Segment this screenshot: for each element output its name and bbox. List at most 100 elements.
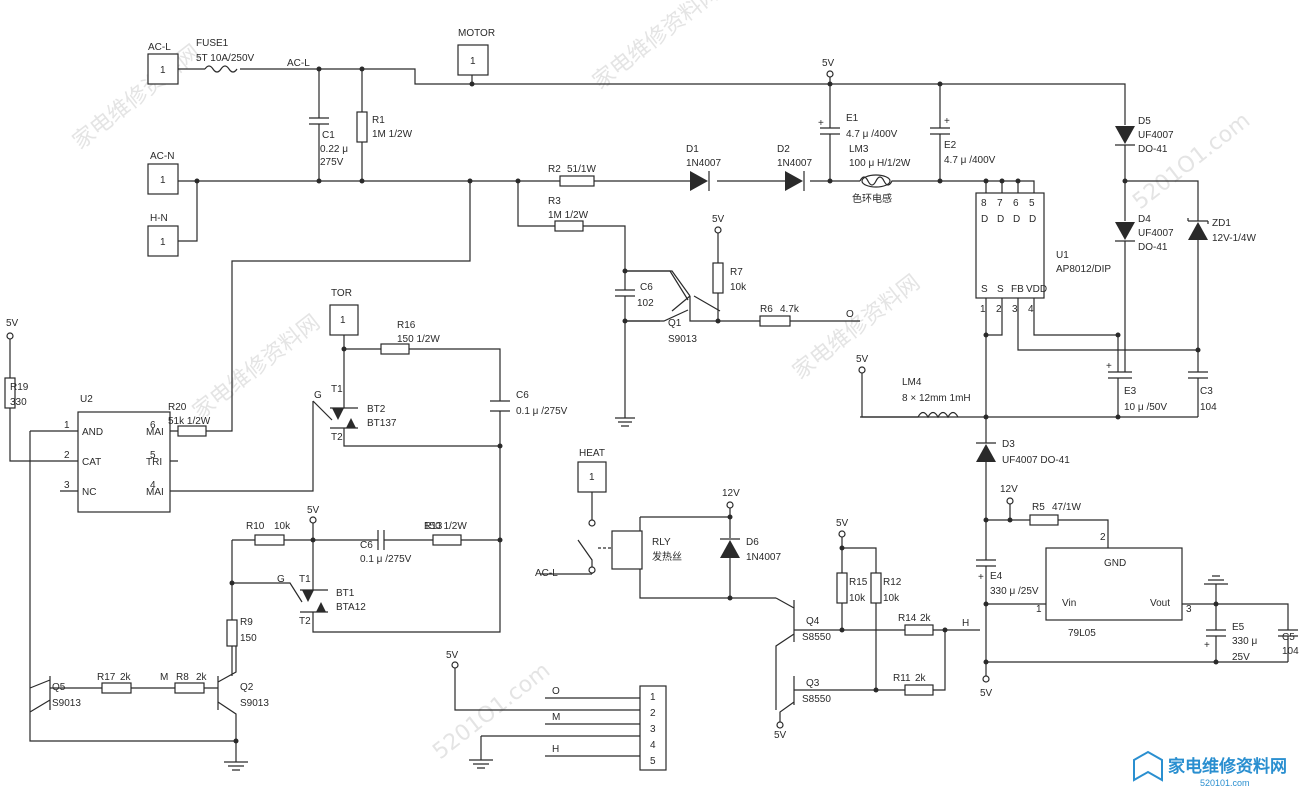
r2-ref: R2: [548, 164, 561, 175]
12v-terminal: [726, 501, 734, 509]
watermark-layer: 家电维修资料网 家电维修资料网 家电维修资料网 家电维修资料网 5201O1.c…: [68, 0, 1255, 765]
pin-label: 1: [160, 175, 166, 186]
pin-label: 1: [589, 472, 595, 483]
resistor-r10: [254, 534, 285, 546]
resistor-r14: [904, 624, 934, 636]
wire: [231, 523, 500, 620]
pin-label: 1: [340, 315, 346, 326]
d6-ref: D6: [746, 537, 759, 548]
reg-vout: Vout: [1150, 598, 1170, 609]
ic-u1: [975, 192, 1045, 299]
capacitor-e5: [1204, 575, 1228, 662]
junction: [839, 627, 845, 633]
bt1-t2: T2: [299, 616, 311, 627]
wire: [343, 335, 501, 540]
5v-terminal: [451, 661, 459, 669]
r1-value: 1M 1/2W: [372, 129, 413, 140]
5v-terminal: [838, 530, 846, 538]
u1-pin-name: FB: [1011, 284, 1024, 295]
capacitor-e2: [930, 127, 950, 135]
bt2-t1: T1: [331, 384, 343, 395]
junction: [983, 178, 989, 184]
5v-terminal: [826, 70, 834, 78]
triac-bt2: [330, 395, 500, 447]
wire: [1125, 180, 1199, 221]
junction: [1115, 414, 1121, 420]
resistor-r11: [904, 684, 934, 696]
polarity-minus: +: [1204, 640, 1210, 651]
resistor-r8: [174, 682, 205, 694]
diode-d4: [1115, 222, 1135, 240]
connector-header: [639, 685, 667, 771]
c6c-ref: C6: [360, 540, 373, 551]
e4-ref: E4: [990, 571, 1003, 582]
r15-ref: R15: [849, 577, 868, 588]
connector-ac-l: [147, 53, 179, 85]
d3-value: UF4007 DO-41: [1002, 455, 1070, 466]
c6a-value: 102: [637, 298, 654, 309]
5v-label: 5V: [822, 58, 835, 69]
r16-ref: R16: [397, 320, 416, 331]
c3-value: 104: [1200, 402, 1217, 413]
zd1-ref: ZD1: [1212, 218, 1231, 229]
d4-ref: D4: [1138, 214, 1151, 225]
wire: [861, 373, 918, 418]
watermark: 家电维修资料网: [188, 310, 325, 425]
u2-pin-name: AND: [82, 427, 103, 438]
relay-switch: [540, 492, 593, 575]
book-icon: [1133, 750, 1163, 782]
polarity-plus: +: [1106, 361, 1112, 372]
capacitor-c6c: [377, 530, 385, 550]
net-label: AC-L: [287, 58, 310, 69]
5v-terminal: [776, 721, 784, 729]
junction: [1007, 517, 1013, 523]
5v-label: 5V: [712, 214, 725, 225]
header-pin: 2: [650, 708, 656, 719]
header-pin: 1: [650, 692, 656, 703]
5v-label: 5V: [980, 688, 993, 699]
transistor-q4-q3: [775, 597, 980, 725]
fuse-value: 5T 10A/250V: [196, 53, 255, 64]
r7-value: 10k: [730, 282, 747, 293]
bt2-ref: BT2: [367, 404, 386, 415]
diode-d1: [690, 171, 708, 191]
diode-d5: [1115, 126, 1135, 144]
r19-value: 330: [10, 397, 27, 408]
r10-ref: R10: [246, 521, 265, 532]
12v-label: 12V: [722, 488, 740, 499]
junction: [727, 595, 733, 601]
zener-bar: [1187, 218, 1209, 372]
e2-ref: E2: [944, 140, 957, 151]
u2-pin-name: CAT: [82, 457, 101, 468]
header-pin: 5: [650, 756, 656, 767]
resistor-r7: [712, 262, 724, 294]
capacitor-c6b: [490, 400, 510, 412]
u1-pin-num: 2: [996, 304, 1002, 315]
transistor-q5-q2: [29, 646, 237, 742]
d5-ref: D5: [1138, 116, 1151, 127]
junction: [229, 580, 235, 586]
r8-value: 2k: [196, 672, 208, 683]
r11-ref: R11: [893, 673, 911, 684]
u1-pin-name: D: [981, 214, 988, 225]
r17-value: 2k: [120, 672, 132, 683]
u1-pin-num: 3: [1012, 304, 1018, 315]
d2-value: 1N4007: [777, 158, 812, 169]
junction: [983, 332, 989, 338]
c6b-value: 0.1 μ /275V: [516, 406, 568, 417]
u2-ref: U2: [80, 394, 93, 405]
r15-value: 10k: [849, 593, 866, 604]
u1-pin-num: 4: [1028, 304, 1034, 315]
5v-terminal: [6, 332, 14, 340]
logo-url: 520101.com: [1200, 778, 1250, 788]
junction: [839, 545, 845, 551]
diode-bar: [976, 442, 996, 560]
reg-pin: 1: [1036, 604, 1042, 615]
resistor-r3: [554, 220, 584, 232]
inductor-lm3-ring: [861, 174, 891, 188]
reg-pin: 3: [1186, 604, 1192, 615]
r8-ref: R8: [176, 672, 189, 683]
connector-label: AC-L: [148, 42, 171, 53]
e4-value: 330 μ /25V: [990, 586, 1039, 597]
